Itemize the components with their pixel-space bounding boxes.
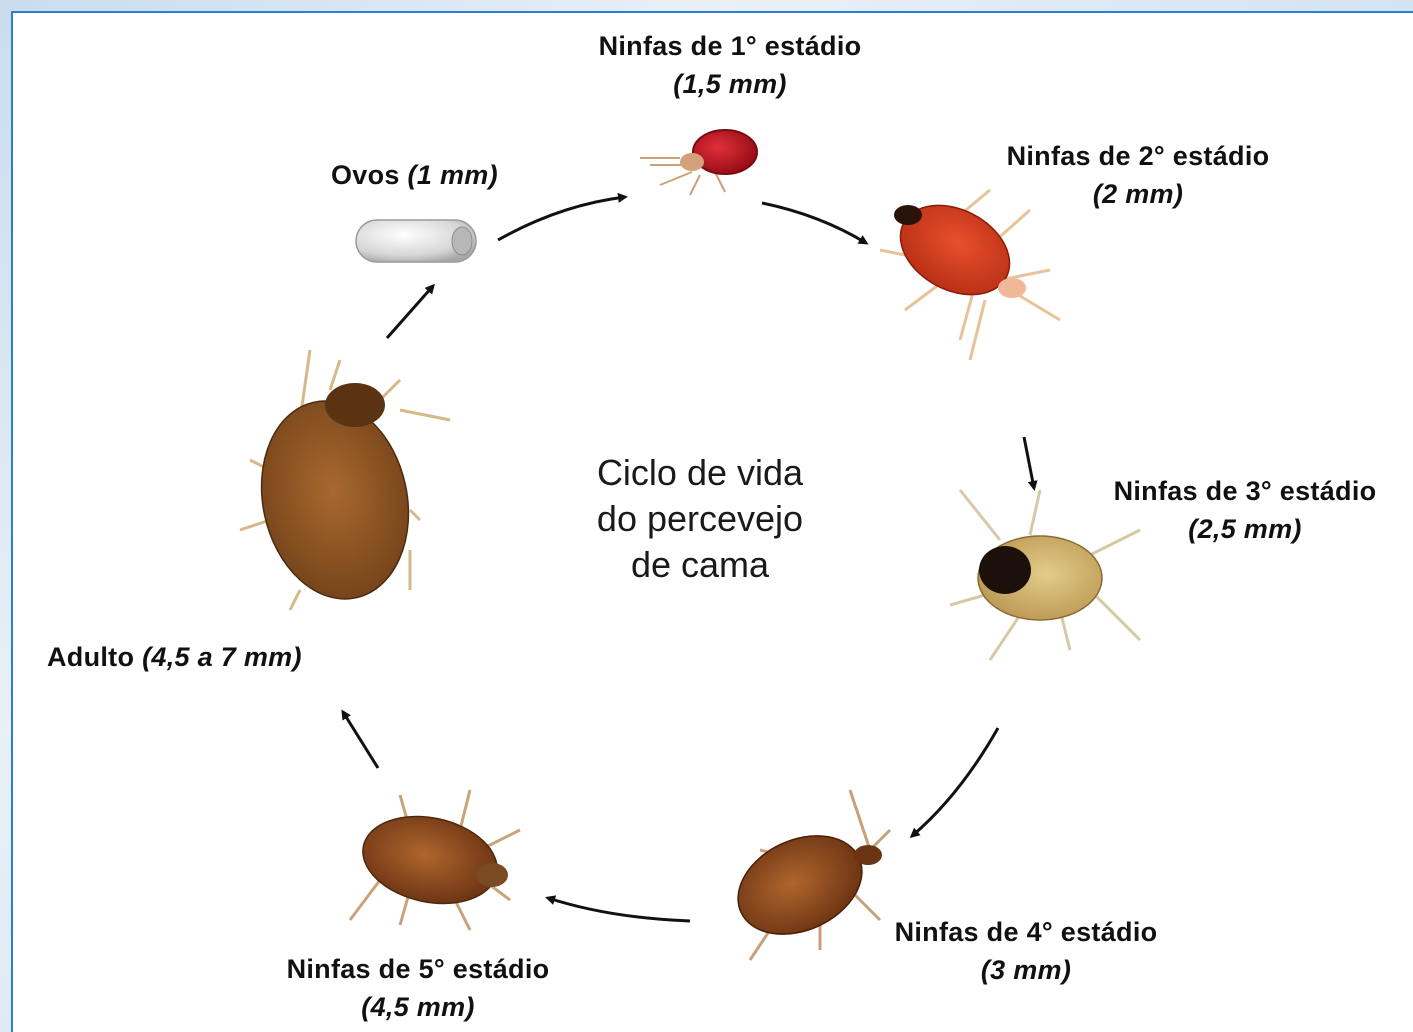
stage-size: (1,5 mm) [560, 65, 900, 103]
stage-name: Ninfas de 3° estádio [1080, 472, 1410, 510]
stage-label-nymph-3: Ninfas de 3° estádio (2,5 mm) [1080, 472, 1410, 548]
stage-size: (2 mm) [968, 175, 1308, 213]
nymph-2-illustration [880, 187, 1060, 360]
stage-name: Ninfas de 2° estádio [968, 137, 1308, 175]
stage-label-nymph-5: Ninfas de 5° estádio (4,5 mm) [248, 950, 588, 1026]
adult-illustration [240, 350, 450, 613]
stage-name: Ovos [331, 160, 400, 190]
stage-name: Ninfas de 1° estádio [560, 27, 900, 65]
stage-label-nymph-4: Ninfas de 4° estádio (3 mm) [856, 913, 1196, 989]
diagram-title: Ciclo de vida do percevejo de cama [540, 450, 860, 588]
arrow-n5-to-adult [343, 712, 378, 768]
arrow-n4-to-n5 [548, 898, 690, 921]
nymph-5-illustration [350, 790, 520, 930]
stage-label-egg: Ovos (1 mm) [331, 156, 498, 194]
stage-label-adult: Adulto (4,5 a 7 mm) [47, 638, 302, 676]
stage-name: Ninfas de 5° estádio [248, 950, 588, 988]
stage-size: (3 mm) [856, 951, 1196, 989]
arrow-adult-to-egg [387, 286, 433, 338]
stage-size: (2,5 mm) [1080, 510, 1410, 548]
arrow-egg-to-n1 [498, 197, 625, 240]
stage-size: (4,5 a 7 mm) [142, 642, 302, 672]
arrow-n2-to-n3 [1024, 437, 1034, 488]
nymph-1-illustration [640, 130, 757, 195]
stage-name: Ninfas de 4° estádio [856, 913, 1196, 951]
stage-name: Adulto [47, 642, 134, 672]
arrow-n3-to-n4 [912, 728, 998, 836]
arrow-n1-to-n2 [762, 203, 866, 243]
stage-label-nymph-1: Ninfas de 1° estádio (1,5 mm) [560, 27, 900, 103]
egg-illustration [356, 220, 476, 262]
stage-label-nymph-2: Ninfas de 2° estádio (2 mm) [968, 137, 1308, 213]
stage-size: (1 mm) [408, 160, 498, 190]
stage-size: (4,5 mm) [248, 988, 588, 1026]
